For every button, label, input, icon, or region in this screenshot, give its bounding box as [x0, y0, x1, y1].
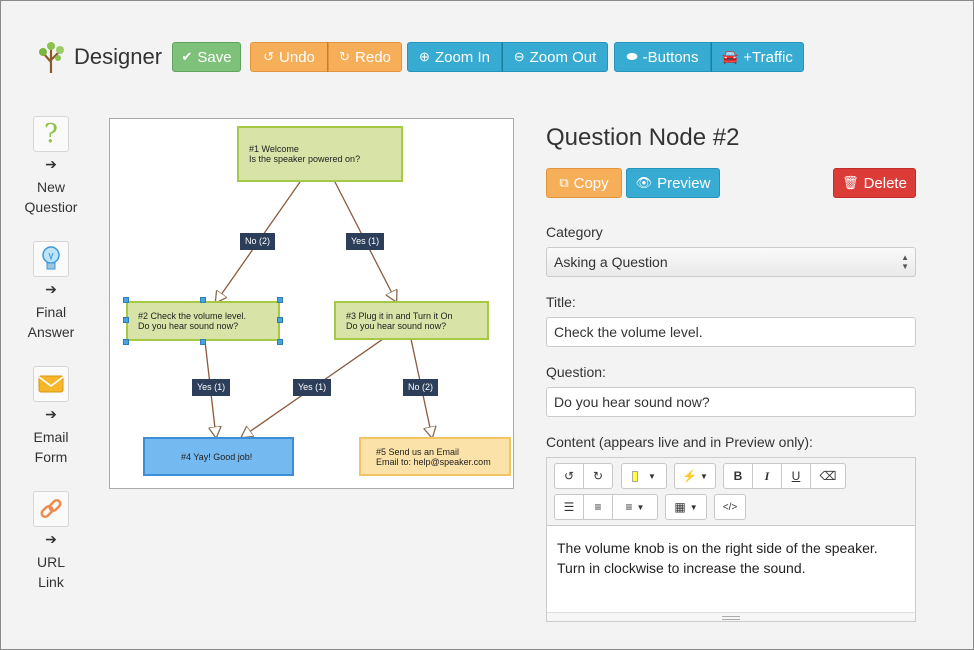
bold-icon[interactable]: B: [723, 463, 753, 489]
traffic-button[interactable]: 🚘+Traffic: [711, 42, 804, 72]
arrow-right-icon: ➔: [45, 531, 57, 547]
resize-handle[interactable]: [277, 317, 283, 323]
arrow-right-icon: ➔: [45, 406, 57, 422]
divider: [711, 42, 712, 72]
bullet-list-icon[interactable]: ☰: [554, 494, 584, 520]
hide-buttons-button[interactable]: ⬬-Buttons: [614, 42, 711, 72]
flow-node-4[interactable]: #4 Yay! Good job!: [143, 437, 294, 476]
arrow-right-icon: ➔: [45, 281, 57, 297]
edge-label[interactable]: Yes (1): [346, 233, 385, 250]
flow-node-2[interactable]: #2 Check the volume level.Do you hear so…: [126, 301, 280, 341]
divider: [502, 42, 503, 72]
undo-button[interactable]: ↺Undo: [250, 42, 328, 72]
trash-icon: 🗑: [842, 175, 859, 190]
app-logo: Designer: [34, 40, 162, 74]
resize-handle[interactable]: [200, 297, 206, 303]
edge-label[interactable]: No (2): [403, 379, 439, 396]
caret-down-icon: ▼: [648, 471, 656, 481]
select-arrows-icon: ▲▼: [901, 253, 909, 271]
align-button[interactable]: ≡▼: [612, 494, 658, 520]
editor-content[interactable]: The volume knob is on the right side of …: [557, 540, 878, 576]
envelope-icon: [33, 366, 69, 402]
code-view-icon[interactable]: </>: [714, 494, 746, 520]
caret-down-icon: ▼: [689, 502, 698, 512]
resize-handle[interactable]: [123, 297, 129, 303]
zoom-out-button[interactable]: ⊖Zoom Out: [502, 42, 608, 72]
question-field[interactable]: Do you hear sound now?: [546, 387, 916, 417]
divider: [327, 42, 328, 72]
align-left-icon: ≡: [625, 500, 633, 514]
preview-button[interactable]: 👁Preview: [626, 168, 720, 198]
plus-circle-icon: ⊕: [419, 49, 430, 64]
edge-label[interactable]: Yes (1): [192, 379, 231, 396]
zoom-in-button[interactable]: ⊕Zoom In: [407, 42, 502, 72]
magic-wand-icon: ⚡: [682, 469, 698, 483]
editor-toolbar: ↺ ↻ ▼ ⚡▼ B I U ⌫ ☰ ≡ ≡▼ ▦▼ </>: [547, 458, 915, 526]
numbered-list-icon[interactable]: ≡: [583, 494, 613, 520]
rich-text-editor[interactable]: ↺ ↻ ▼ ⚡▼ B I U ⌫ ☰ ≡ ≡▼ ▦▼ </> The volum…: [546, 457, 916, 622]
arrow-right-icon: ➔: [45, 156, 57, 172]
caret-down-icon: ▼: [700, 471, 708, 481]
check-icon: ✔: [181, 49, 193, 64]
magic-style-button[interactable]: ⚡▼: [674, 463, 716, 489]
question-label: Question:: [546, 364, 606, 380]
category-select[interactable]: Asking a Question ▲▼: [546, 247, 916, 277]
question-icon: ?: [33, 116, 69, 152]
minus-circle-icon: ⊖: [513, 49, 525, 64]
car-icon: 🚘: [722, 49, 739, 64]
lightbulb-icon: [33, 241, 69, 277]
redo-icon: ↻: [339, 49, 351, 64]
category-label: Category: [546, 224, 603, 240]
edge-label[interactable]: Yes (1): [293, 379, 332, 396]
undo-icon[interactable]: ↺: [554, 463, 584, 489]
copy-icon: ⧉: [559, 175, 569, 190]
color-swatch-icon: [632, 470, 639, 482]
resize-handle[interactable]: [200, 339, 206, 345]
caret-down-icon: ▼: [636, 502, 645, 512]
underline-icon[interactable]: U: [781, 463, 811, 489]
title-field[interactable]: Check the volume level.: [546, 317, 916, 347]
delete-button[interactable]: 🗑Delete: [833, 168, 916, 198]
table-icon: ▦: [674, 500, 686, 514]
copy-button[interactable]: ⧉Copy: [546, 168, 622, 198]
eye-icon: 👁: [635, 175, 653, 190]
resize-handle[interactable]: [123, 339, 129, 345]
tree-logo-icon: [39, 42, 64, 73]
resize-handle[interactable]: [277, 297, 283, 303]
redo-icon[interactable]: ↻: [583, 463, 613, 489]
title-label: Title:: [546, 294, 576, 310]
node-heading: Question Node #2: [546, 124, 740, 151]
save-button[interactable]: ✔Save: [172, 42, 241, 72]
highlight-color-button[interactable]: ▼: [621, 463, 667, 489]
italic-icon[interactable]: I: [752, 463, 782, 489]
table-button[interactable]: ▦▼: [665, 494, 707, 520]
link-icon: [33, 491, 69, 527]
content-label: Content (appears live and in Preview onl…: [546, 434, 813, 450]
edge-label[interactable]: No (2): [240, 233, 276, 250]
app-title: Designer: [74, 44, 163, 69]
resize-handle[interactable]: [123, 317, 129, 323]
resize-grip[interactable]: [547, 612, 915, 621]
undo-icon: ↺: [263, 49, 275, 64]
resize-handle[interactable]: [277, 339, 283, 345]
eraser-icon[interactable]: ⌫: [810, 463, 846, 489]
redo-button[interactable]: ↻Redo: [328, 42, 402, 72]
tag-icon: ⬬: [626, 49, 638, 64]
